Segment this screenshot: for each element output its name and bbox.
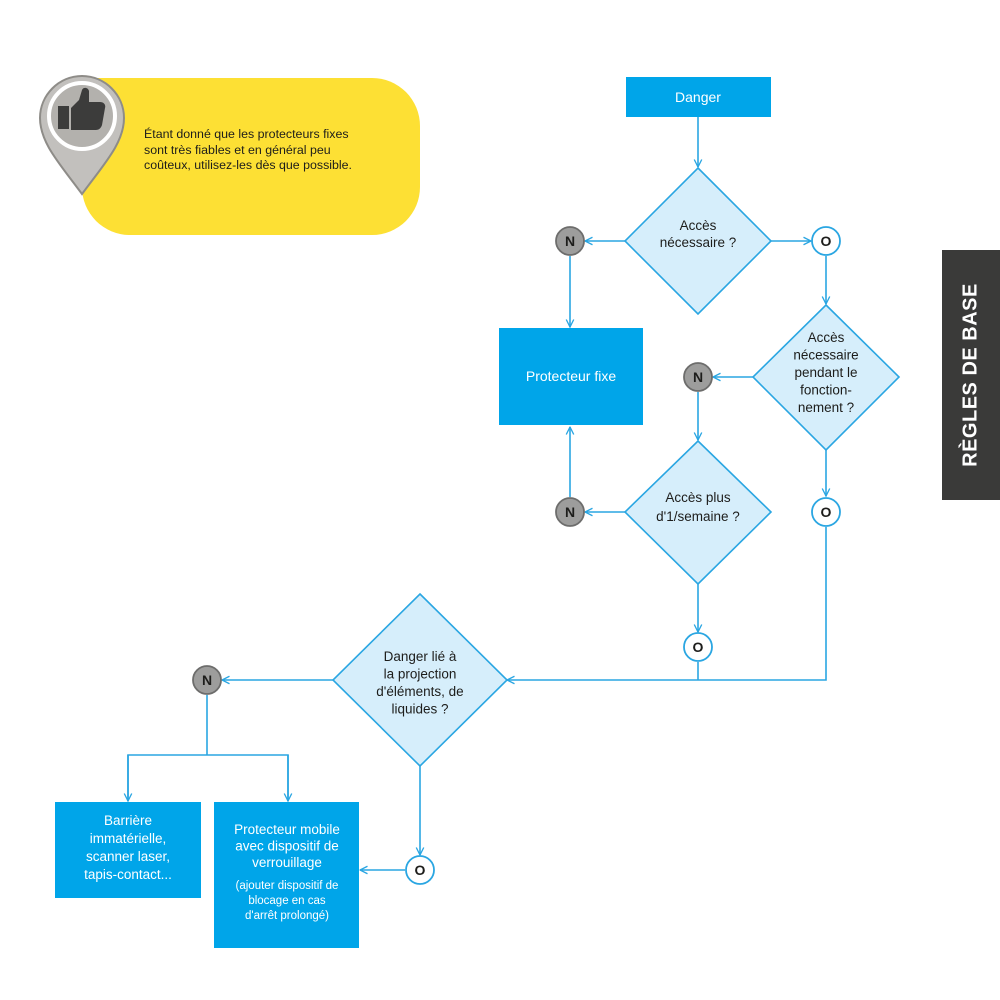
protecteur-mobile-note: (ajouter dispositif de [236,880,339,892]
answer-label-no: N [565,233,575,249]
protecteur-mobile-box [214,802,359,948]
acces-fonctionnement-label: fonction- [800,383,852,398]
answer-label-yes: O [415,862,426,878]
answer-badge-no: N [555,226,585,256]
section-tab: RÈGLES DE BASE [942,250,1000,500]
protecteur-mobile-label: Protecteur mobile [234,822,340,837]
answer-badge-yes: O [683,632,713,662]
acces-fonctionnement-label: pendant le [794,365,857,380]
thumbs-up-icon [58,87,106,130]
danger-box [626,77,771,117]
barriere-box [55,802,201,898]
tip-bubble [82,78,420,235]
answer-label-yes: O [821,504,832,520]
answer-label-no: N [202,672,212,688]
tip-text-line: coûteux, utilisez-les dès que possible. [144,158,353,172]
protecteur-mobile-note: blocage en cas [248,895,326,907]
acces-necessaire-diamond [623,166,773,316]
protecteur-mobile-note: d'arrêt prolongé) [245,910,329,922]
answer-label-yes: O [821,233,832,249]
barriere-label: immatérielle, [90,831,167,846]
acces-semaine-diamond [623,439,773,586]
acces-fonctionnement-label: Accès [808,330,845,345]
tip-text-line: sont très fiables et en général peu [144,142,331,157]
answer-label-yes: O [693,639,704,655]
danger-projection-label: Danger lié à [384,649,457,664]
answer-label-no: N [693,369,703,385]
barriere-label: tapis-contact... [84,867,172,882]
answer-label-no: N [565,504,575,520]
nodes [55,77,901,948]
connectors [128,117,826,870]
tip-pin [38,74,126,196]
acces-semaine-label: d'1/semaine ? [656,509,740,524]
danger-projection-label: d'éléments, de [376,684,463,699]
acces-semaine-label: Accès plus [665,490,731,505]
answer-badge-no: N [683,362,713,392]
tip-text: Étant donné que les protecteurs fixes so… [144,127,394,174]
answer-badge-yes: O [405,855,435,885]
answer-badge-no: N [192,665,222,695]
danger-projection-diamond [331,592,509,768]
danger-label: Danger [675,89,721,105]
protecteur-fixe-label: Protecteur fixe [526,368,616,384]
danger-projection-label: liquides ? [391,702,448,717]
answer-badges: N O N N O O N O [192,226,841,885]
protecteur-mobile-label: verrouillage [252,855,322,870]
acces-necessaire-label: Accès [680,218,717,233]
barriere-label: Barrière [104,813,152,828]
tip-text-line: Étant donné que les protecteurs fixes [144,127,349,141]
answer-badge-yes: O [811,497,841,527]
acces-necessaire-label: nécessaire ? [660,235,737,250]
answer-badge-no: N [555,497,585,527]
protecteur-fixe-box [499,328,643,425]
protecteur-mobile-label: avec dispositif de [235,839,339,854]
edge-to-barriere [127,754,289,800]
danger-projection-label: la projection [384,667,457,682]
edge-yes-to-projection-right [507,527,827,680]
acces-fonctionnement-label: nement ? [798,400,854,415]
tip-callout: Étant donné que les protecteurs fixes so… [36,72,420,242]
answer-badge-yes: O [811,226,841,256]
acces-fonctionnement-diamond [751,303,901,452]
barriere-label: scanner laser, [86,849,170,864]
acces-fonctionnement-label: nécessaire [793,348,858,363]
